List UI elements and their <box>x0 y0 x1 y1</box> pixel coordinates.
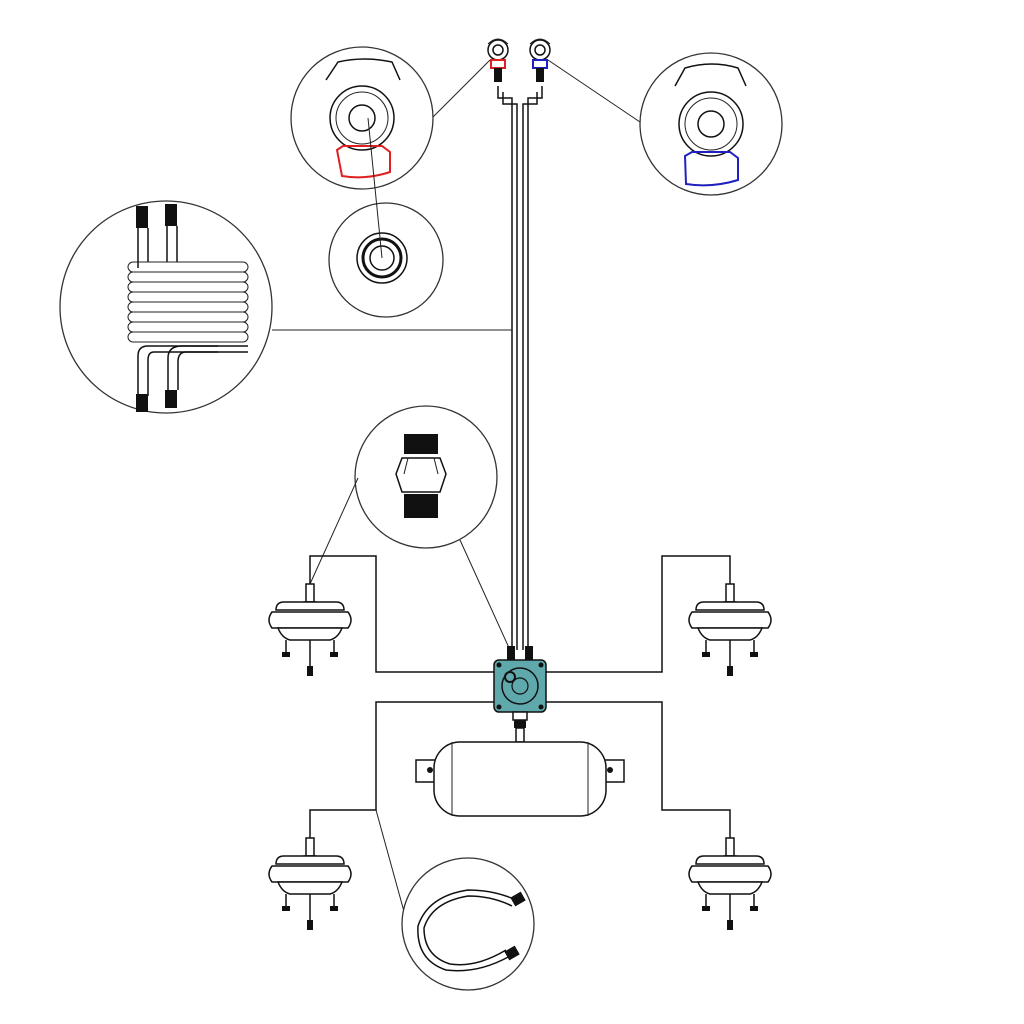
brake-chamber-rear-right <box>688 837 772 931</box>
blue-gladhand-detail <box>639 52 783 196</box>
gladhand-seal-detail <box>328 117 444 318</box>
supply-lines <box>497 86 543 650</box>
brake-chamber-front-right <box>688 583 772 677</box>
brake-chamber-rear-left <box>268 837 352 931</box>
gladhand-emergency <box>487 38 509 82</box>
fitting-detail <box>309 405 511 651</box>
callout-line-red <box>429 59 491 121</box>
coiled-lines-detail <box>59 200 512 414</box>
callout-line-blue <box>547 59 641 123</box>
air-reservoir-tank <box>415 741 625 817</box>
relay-valve <box>493 646 547 743</box>
red-gladhand-detail <box>290 46 434 190</box>
brake-chamber-front-left <box>268 583 352 677</box>
air-hose-detail <box>375 809 535 991</box>
gladhand-service <box>529 38 551 82</box>
